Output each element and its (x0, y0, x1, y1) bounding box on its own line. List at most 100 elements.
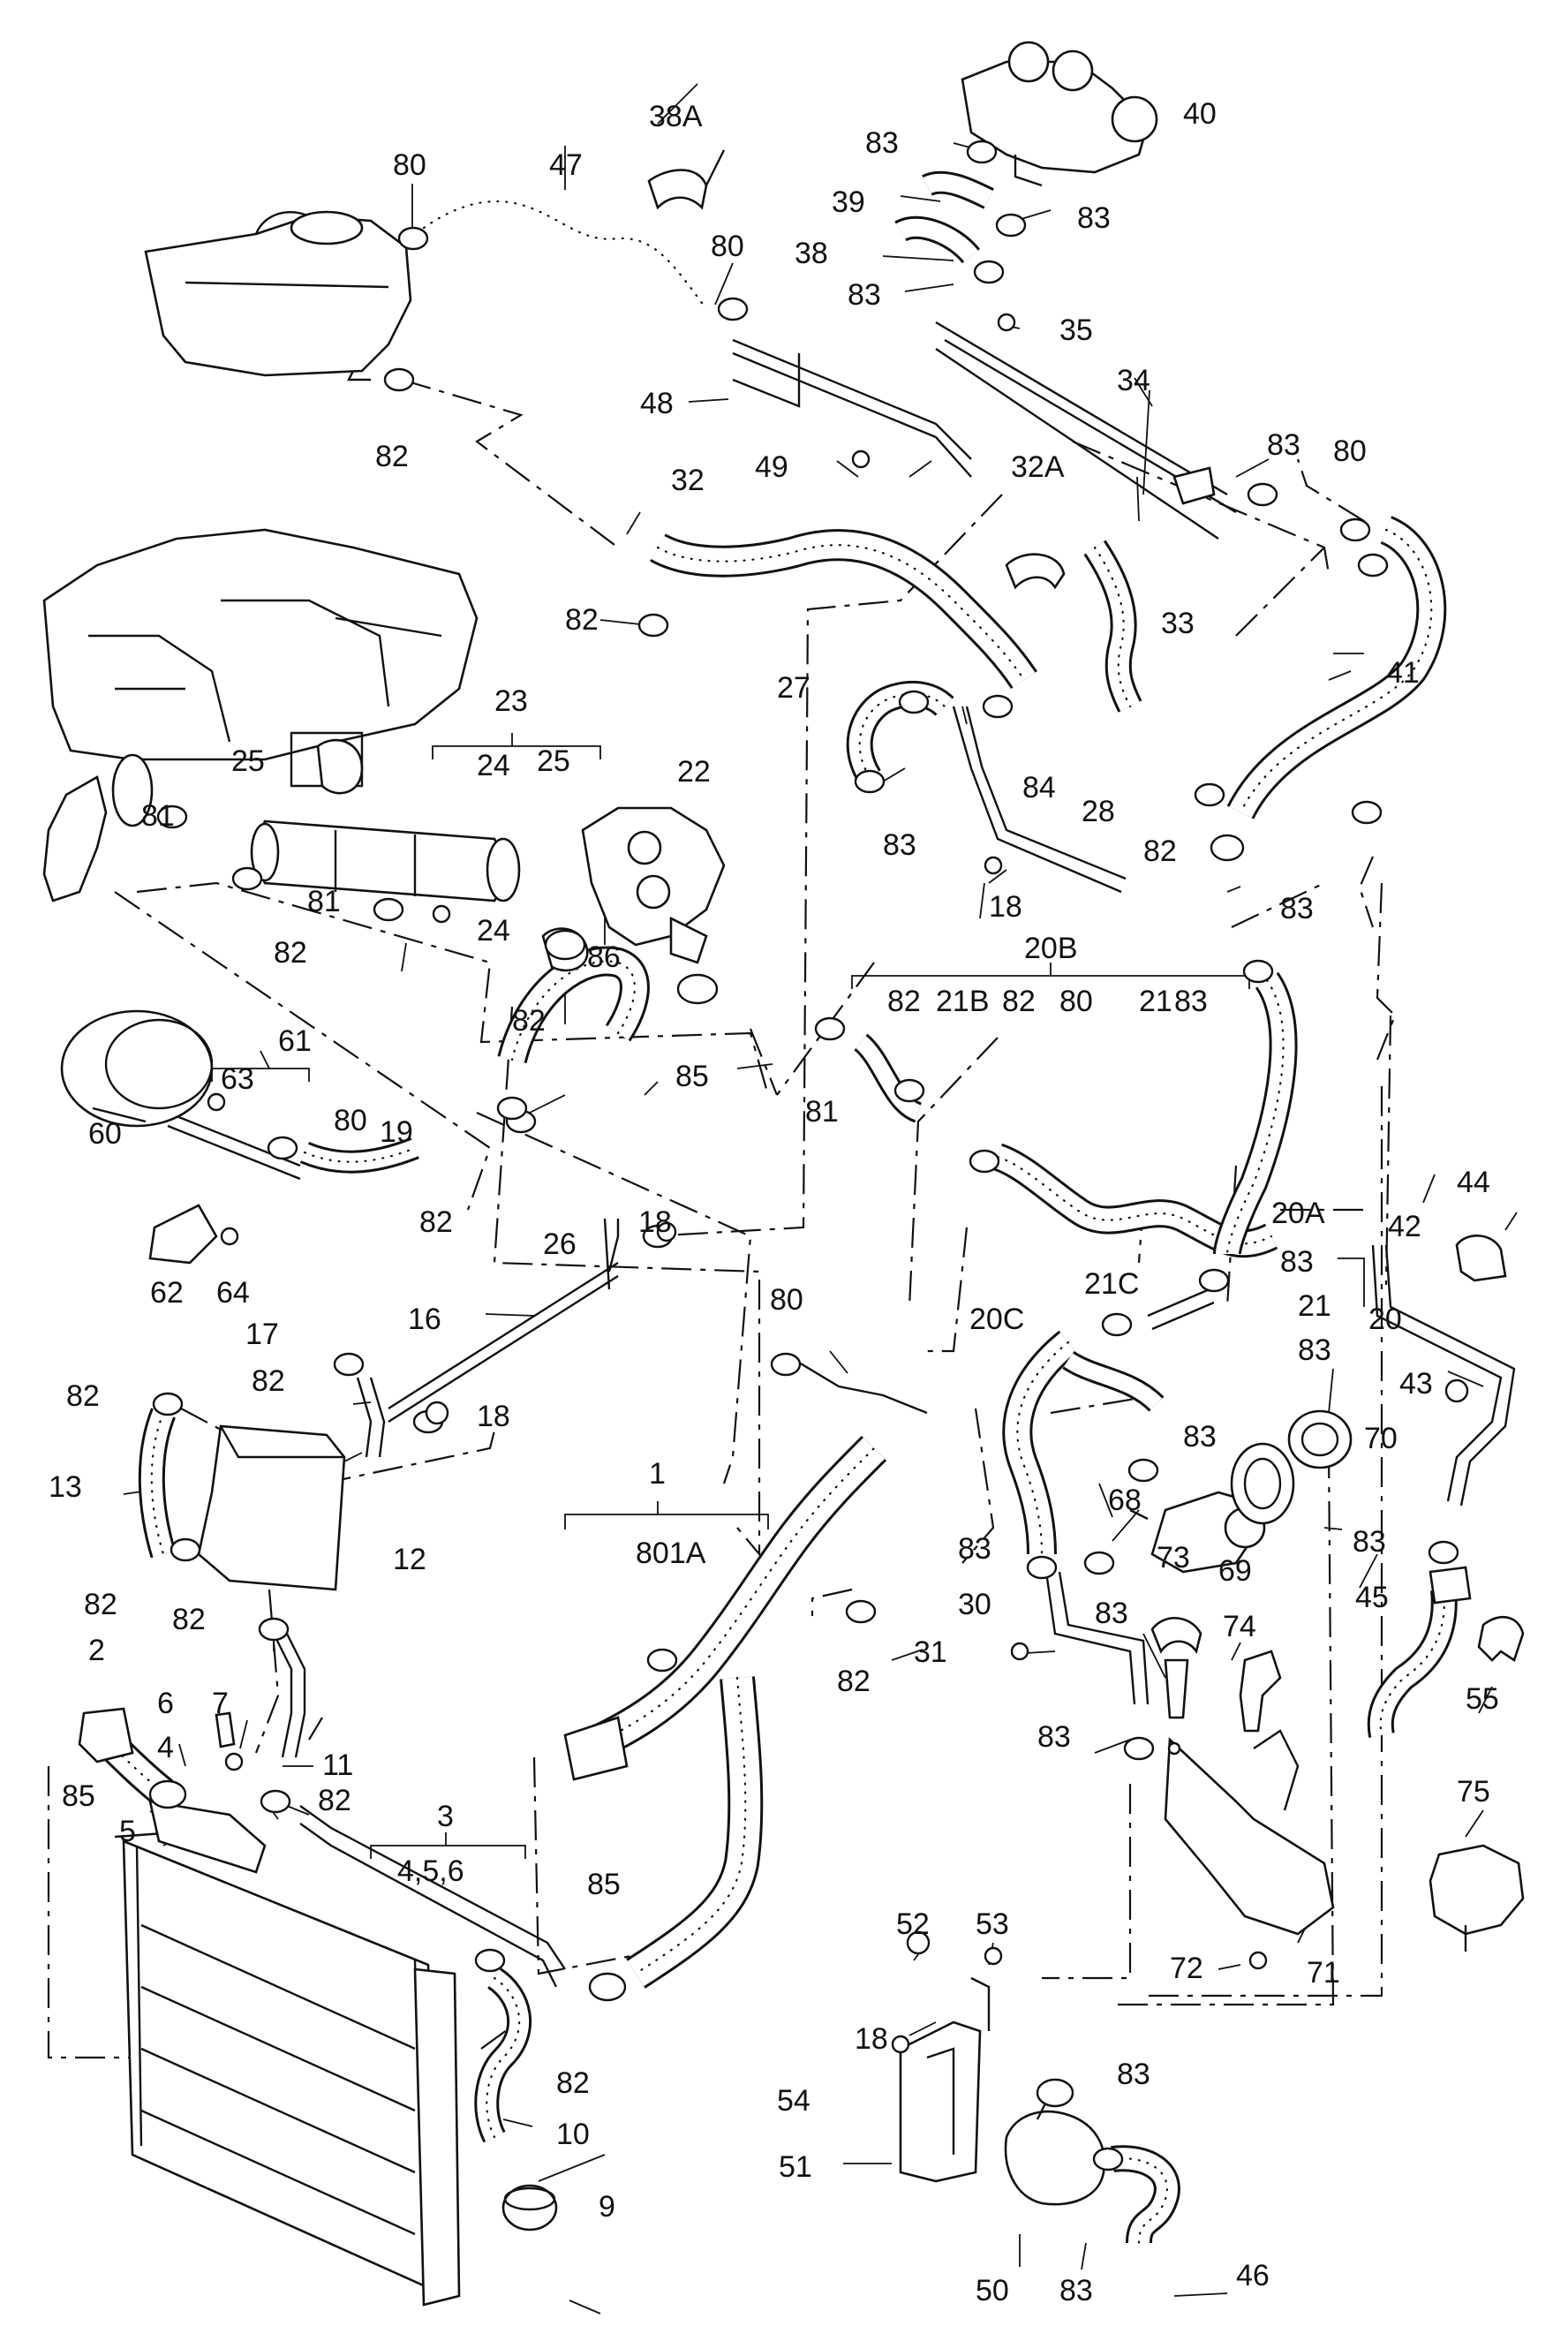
callout-85: 85 (675, 1060, 709, 1093)
callout-20c: 20C (969, 1303, 1024, 1336)
callout-82: 82 (66, 1379, 100, 1413)
callout-63: 63 (221, 1062, 254, 1096)
callout-80: 80 (1059, 985, 1093, 1018)
callout-20b: 20B (1024, 932, 1078, 965)
callout-40: 40 (1183, 97, 1217, 131)
clamps (148, 140, 1469, 2171)
callout-83: 83 (1353, 1525, 1386, 1559)
callout-82: 82 (172, 1603, 206, 1636)
callout-42: 42 (1388, 1210, 1421, 1243)
callout-46: 46 (1236, 2259, 1270, 2292)
callout-82: 82 (1002, 985, 1036, 1018)
bracket-51 (899, 2020, 982, 2183)
callout-38: 38 (795, 237, 828, 270)
callout-70: 70 (1364, 1422, 1398, 1455)
callout-72: 72 (1170, 1952, 1203, 1985)
callout-80: 80 (1333, 434, 1367, 468)
expansion-tank (144, 215, 412, 377)
callout-61: 61 (278, 1024, 312, 1058)
callout-35: 35 (1059, 313, 1093, 347)
callout-21c: 21C (1084, 1267, 1139, 1301)
callout-24: 24 (477, 749, 510, 782)
callout-11: 11 (322, 1748, 353, 1782)
callout-83: 83 (1059, 2274, 1093, 2307)
callout-83: 83 (1280, 1245, 1314, 1279)
callout-18: 18 (989, 890, 1022, 924)
callout-83: 83 (1280, 892, 1314, 925)
callout-13: 13 (49, 1470, 82, 1504)
callout-80: 80 (711, 230, 744, 263)
callout-82: 82 (274, 936, 307, 970)
callout-81: 81 (307, 885, 341, 918)
callout-83: 83 (1117, 2058, 1150, 2091)
shield-12 (197, 1424, 346, 1591)
callout-19: 19 (380, 1115, 413, 1149)
callout-80: 80 (393, 148, 426, 182)
callout-17: 17 (245, 1318, 279, 1351)
callout-30: 30 (958, 1588, 991, 1621)
oil-cooler-23 (250, 819, 514, 902)
parts (42, 41, 1525, 2307)
callout-25: 25 (537, 744, 570, 778)
callout-48: 48 (640, 387, 674, 420)
callout-33: 33 (1161, 607, 1195, 640)
ring-70 (1287, 1409, 1353, 1469)
callout-74: 74 (1223, 1610, 1256, 1643)
callout-31: 31 (914, 1635, 947, 1669)
callout-16: 16 (408, 1303, 441, 1336)
callout-86: 86 (587, 940, 621, 974)
callout-82: 82 (419, 1205, 453, 1239)
callout-39: 39 (832, 185, 865, 219)
callout-3: 3 (437, 1800, 454, 1833)
callout-82: 82 (565, 603, 599, 637)
callout-83: 83 (848, 278, 881, 312)
callout-82: 82 (512, 1004, 546, 1038)
callout-83: 83 (958, 1532, 991, 1566)
callout-801a: 801A (636, 1537, 706, 1570)
callout-21b: 21B (936, 985, 990, 1018)
callout-18: 18 (638, 1205, 672, 1239)
callout-4: 4 (157, 1731, 174, 1764)
callout-26: 26 (543, 1227, 577, 1261)
callout-18: 18 (855, 2022, 888, 2056)
callout-54: 54 (777, 2084, 810, 2118)
callout-83: 83 (1037, 1720, 1071, 1754)
callout-82: 82 (318, 1784, 351, 1817)
callout-81: 81 (805, 1095, 839, 1129)
callout-1: 1 (649, 1457, 666, 1491)
callout-85: 85 (587, 1868, 621, 1901)
callout-83: 83 (1077, 201, 1111, 235)
callout-41: 41 (1386, 656, 1420, 690)
callout-5: 5 (119, 1815, 136, 1848)
callout-51: 51 (779, 2150, 812, 2184)
callout-69: 69 (1218, 1554, 1252, 1588)
callout-20a: 20A (1271, 1197, 1325, 1230)
callout-25: 25 (231, 744, 265, 778)
callout-6: 6 (157, 1687, 174, 1720)
callout-85: 85 (62, 1779, 95, 1813)
callout-44: 44 (1457, 1166, 1490, 1199)
callout-81: 81 (141, 799, 175, 833)
callout-9: 9 (599, 2190, 615, 2224)
callout-82: 82 (252, 1364, 285, 1398)
callout-82: 82 (556, 2066, 590, 2100)
callout-12: 12 (393, 1543, 426, 1576)
callout-32: 32 (671, 464, 705, 497)
leader-lines (123, 83, 1518, 2315)
bracket-71 (1164, 1737, 1335, 1936)
callout-22: 22 (677, 755, 711, 789)
callout-55: 55 (1466, 1682, 1499, 1716)
callout-83: 83 (883, 828, 916, 862)
callout-83: 83 (1174, 985, 1208, 1018)
callout-2: 2 (88, 1634, 105, 1667)
callout-24: 24 (477, 914, 510, 948)
callout-82: 82 (887, 985, 921, 1018)
callout-34: 34 (1117, 364, 1150, 397)
callout-68: 68 (1108, 1484, 1142, 1517)
callout-84: 84 (1022, 771, 1056, 804)
callout-49: 49 (755, 450, 788, 484)
callout-82: 82 (837, 1665, 871, 1698)
callout-52: 52 (896, 1907, 930, 1941)
callout-83: 83 (1298, 1333, 1331, 1367)
